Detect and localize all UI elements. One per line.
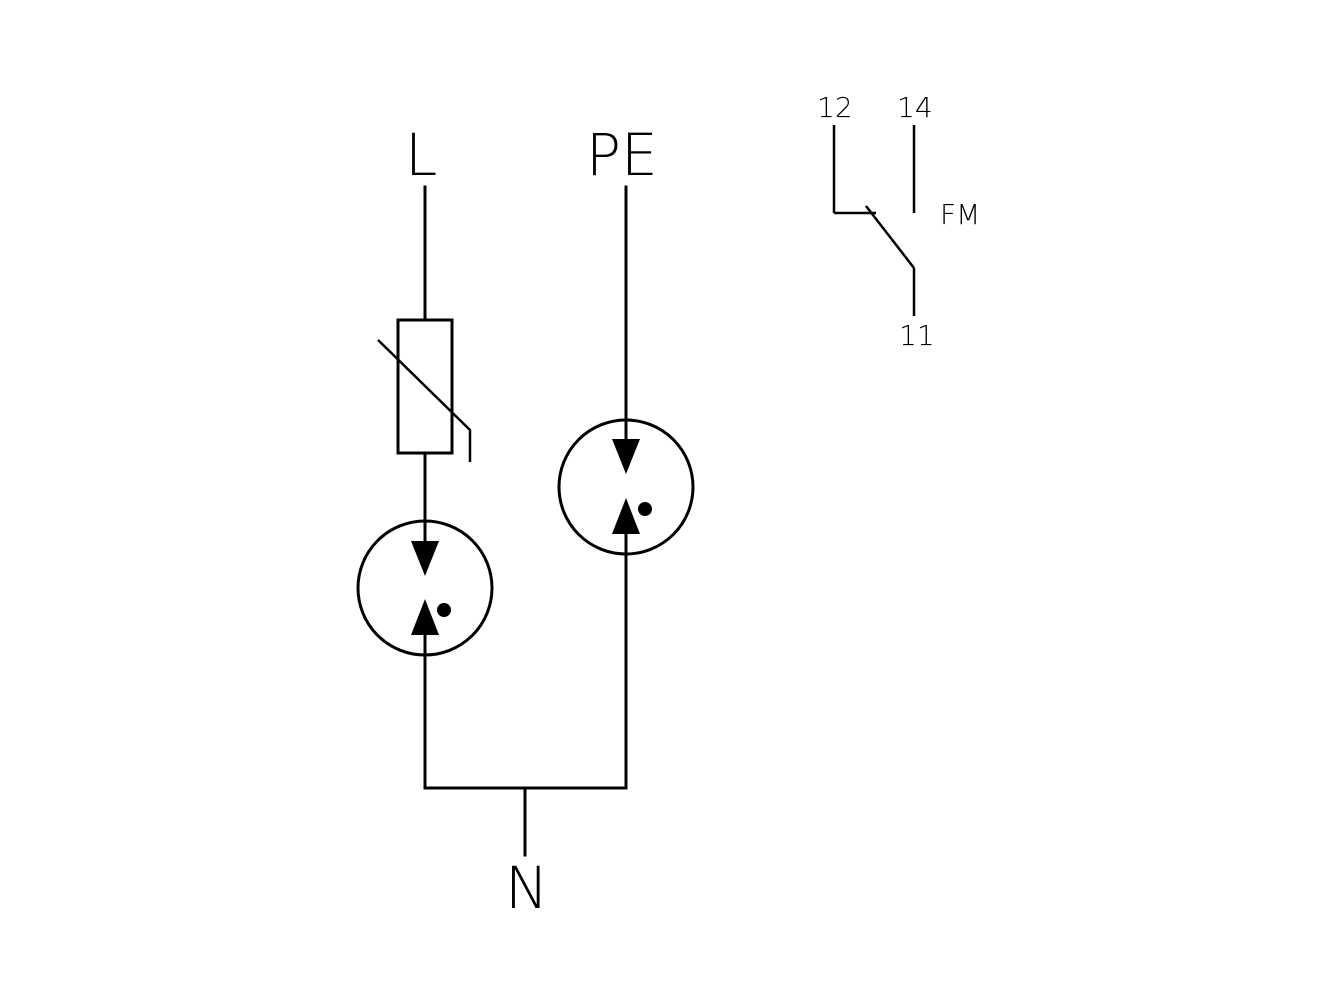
- varistor-symbol: [377, 318, 472, 462]
- neutral-bus: [423, 786, 628, 857]
- line-branch: [356, 185, 494, 790]
- contact-pin-14: 14: [897, 91, 933, 124]
- contact-tag-fm: FM: [940, 198, 980, 231]
- terminal-label-n: N: [505, 854, 548, 922]
- changeover-contact-symbol: [832, 125, 916, 316]
- contact-pin-12: 12: [817, 91, 853, 124]
- terminal-label-pe: PE: [586, 121, 658, 189]
- pe-branch: [557, 185, 695, 790]
- terminal-label-l: L: [405, 121, 437, 189]
- contact-pin-11: 11: [899, 319, 935, 352]
